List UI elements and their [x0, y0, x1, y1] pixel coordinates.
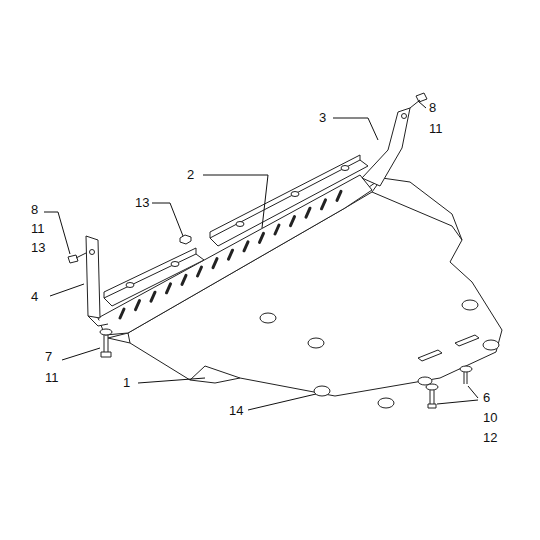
callout-number: 13	[30, 240, 46, 255]
callout-number: 11	[44, 370, 60, 385]
rail	[210, 155, 368, 246]
callout-number: 3	[318, 110, 327, 125]
slot	[322, 200, 326, 209]
rail-bolts	[126, 166, 349, 288]
callout-number: 6	[482, 390, 491, 405]
bolt-8	[410, 93, 427, 108]
callout-number: 14	[228, 403, 244, 418]
slot	[244, 242, 248, 251]
leader-lines	[44, 101, 478, 410]
slot	[198, 267, 202, 276]
slot	[260, 233, 264, 242]
flange	[98, 175, 372, 335]
slot	[306, 208, 310, 217]
callout-number: 4	[30, 289, 39, 304]
slot	[151, 292, 155, 301]
slot	[120, 309, 124, 318]
slot	[275, 225, 279, 234]
slot	[213, 259, 217, 268]
callout-number: 13	[134, 195, 150, 210]
callout-number: 2	[186, 167, 195, 182]
plate-holes	[260, 300, 499, 408]
callout-number: 11	[428, 121, 444, 136]
slot	[136, 301, 140, 310]
slot	[167, 284, 171, 293]
callout-number: 12	[482, 430, 498, 445]
bracket-4	[86, 236, 108, 326]
bolt-7	[101, 334, 111, 357]
callout-number: 1	[122, 375, 131, 390]
slot	[229, 250, 233, 259]
slot	[182, 275, 186, 284]
callout-number: 8	[30, 202, 39, 217]
slot	[291, 217, 295, 226]
flange-slots	[120, 191, 341, 318]
callout-number: 7	[44, 349, 53, 364]
slot	[337, 191, 341, 200]
plate-rear-fold	[190, 366, 240, 380]
bolt-8-left	[68, 253, 86, 263]
rail	[104, 248, 204, 306]
callout-number: 10	[482, 410, 498, 425]
callout-number: 8	[428, 100, 437, 115]
nut-13	[180, 235, 191, 244]
callout-number: 11	[30, 221, 46, 236]
